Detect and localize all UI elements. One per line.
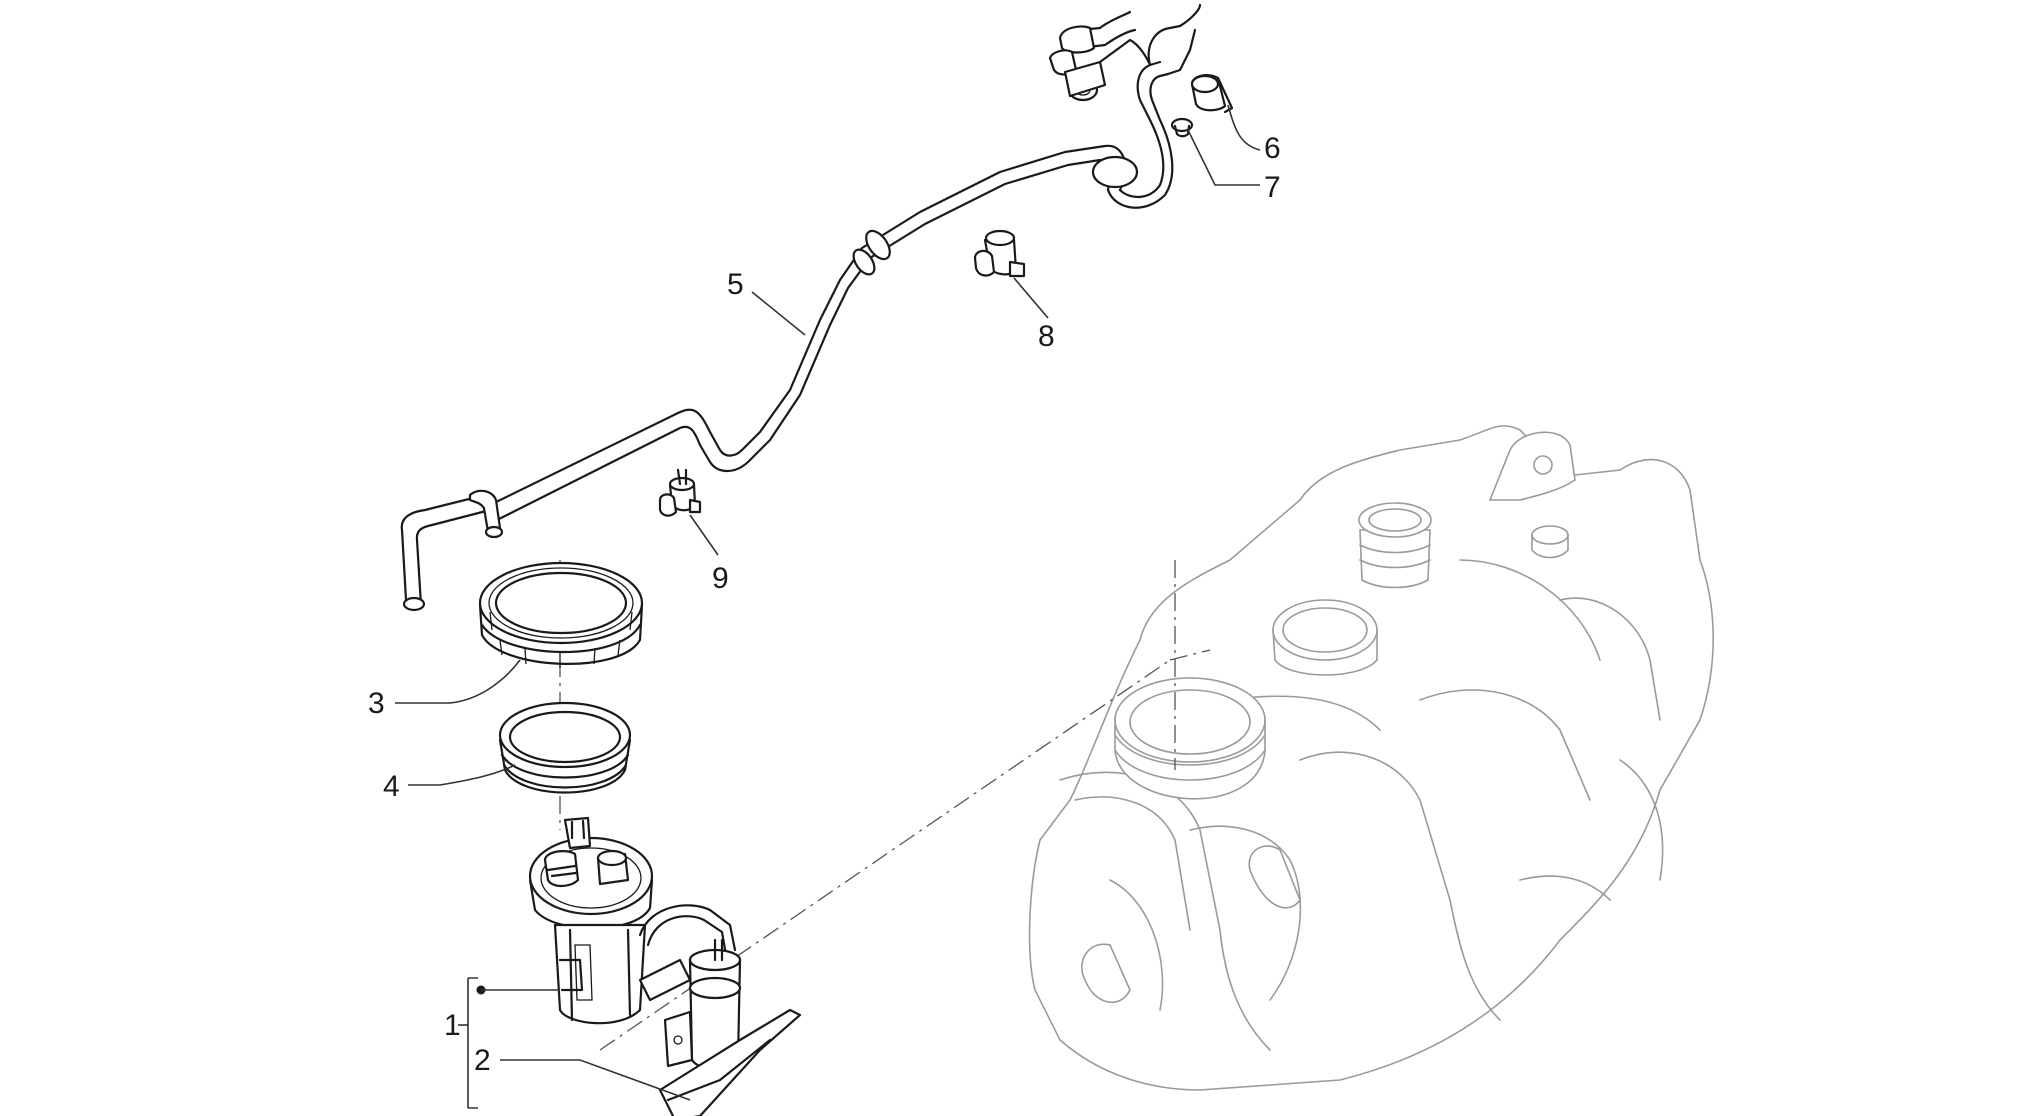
fuel-hose	[400, 3, 1202, 612]
callout-9: 9	[712, 562, 729, 595]
callout-1: 1	[444, 1009, 461, 1042]
callout-4: 4	[383, 770, 400, 803]
fuel-tank	[1028, 425, 1714, 1091]
valve-9	[658, 468, 702, 517]
gasket	[498, 701, 632, 794]
fuel-pump	[528, 816, 802, 1116]
screw	[1170, 117, 1194, 138]
callout-8: 8	[1038, 320, 1055, 353]
callout-3: 3	[368, 687, 385, 720]
valve-8	[973, 229, 1026, 278]
callout-labels: 1 2 3 4 5 6 7 8 9	[368, 132, 1281, 1077]
callout-2: 2	[474, 1044, 491, 1077]
callout-7: 7	[1264, 171, 1281, 204]
callout-5: 5	[727, 268, 744, 301]
ring-nut	[478, 561, 644, 668]
leader-lines	[395, 104, 1261, 1109]
hose-clamp	[1190, 74, 1234, 114]
callout-6: 6	[1264, 132, 1281, 165]
